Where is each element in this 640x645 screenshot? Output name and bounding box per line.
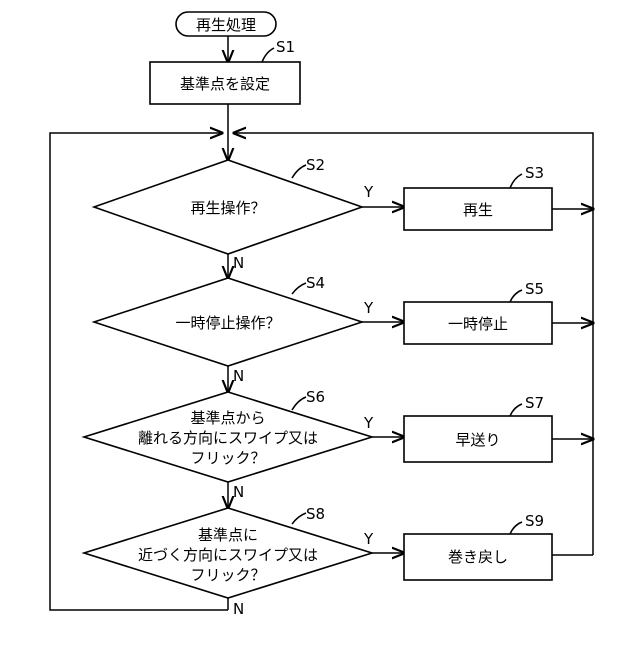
s8-no-label: N — [233, 600, 244, 618]
s2-no-label: N — [233, 254, 244, 272]
s4-label: 一時停止操作？ — [175, 314, 280, 332]
s4-yes-label: Y — [363, 299, 374, 317]
s5-step-id: S5 — [525, 280, 544, 298]
s6-step-id: S6 — [306, 388, 325, 406]
s2-yes-label: Y — [363, 183, 374, 201]
s4-step-id: S4 — [306, 274, 325, 292]
s5-leader — [510, 290, 522, 302]
s8-label-line2: 近づく方向にスワイプ又は — [138, 546, 318, 564]
s6-label-line2: 離れる方向にスワイプ又は — [138, 429, 318, 447]
s7-label: 早送り — [455, 431, 500, 449]
s4-no-label: N — [233, 367, 244, 385]
s8-label-line3: フリック？ — [190, 566, 265, 584]
s8-yes-label: Y — [363, 530, 374, 548]
start-label: 再生処理 — [196, 16, 256, 34]
s6-no-label: N — [233, 483, 244, 501]
s7-leader — [510, 404, 522, 416]
s2-leader — [292, 165, 306, 178]
s1-step-id: S1 — [276, 38, 295, 56]
s9-leader — [510, 522, 522, 534]
s2-step-id: S2 — [306, 156, 325, 174]
s4-leader — [292, 283, 306, 294]
s8-step-id: S8 — [306, 505, 325, 523]
s3-leader — [510, 174, 522, 188]
s2-label: 再生操作？ — [190, 199, 265, 217]
s3-label: 再生 — [463, 201, 493, 219]
s8-label-line1: 基準点に — [198, 526, 258, 544]
s6-leader — [292, 397, 306, 410]
s1-label: 基準点を設定 — [180, 75, 270, 93]
s6-label-line1: 基準点から — [190, 409, 265, 427]
s9-label: 巻き戻し — [448, 548, 508, 566]
s5-label: 一時停止 — [448, 315, 508, 333]
s9-step-id: S9 — [525, 512, 544, 530]
s6-label-line3: フリック？ — [190, 449, 265, 467]
s6-yes-label: Y — [363, 414, 374, 432]
s3-step-id: S3 — [525, 164, 544, 182]
s1-leader — [262, 48, 274, 62]
s8-leader — [292, 513, 306, 524]
s7-step-id: S7 — [525, 394, 544, 412]
